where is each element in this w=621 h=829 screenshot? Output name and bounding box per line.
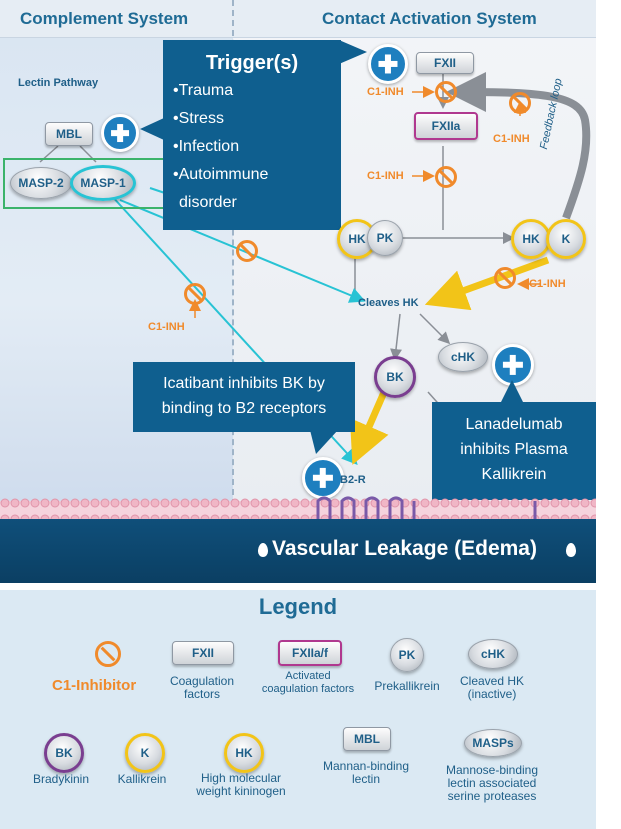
cleaves-to-chk-arrow <box>419 313 451 345</box>
fxii-node: FXII <box>416 52 474 74</box>
c1-inh-label: C1-INH <box>493 133 530 145</box>
c1-inhibitor-icon <box>184 283 206 305</box>
system-divider <box>232 0 234 505</box>
trigger-item: •Infection <box>173 138 240 155</box>
plus-icon <box>492 344 534 386</box>
legend-chk-node: cHK <box>468 639 518 669</box>
trigger-item: •Trauma <box>173 82 234 99</box>
lanadelumab-text: Kallikrein <box>481 466 547 483</box>
plus-icon <box>368 44 408 84</box>
cleaved-hk-label: Cleaved HK(inactive) <box>459 674 525 701</box>
trigger-item-tail: disorder <box>179 194 237 211</box>
icatibant-callout-pointer <box>310 430 338 454</box>
lectin-pathway-label: Lectin Pathway <box>18 77 99 89</box>
c1-inh-label: C1-INH <box>148 321 185 333</box>
bradykinin-node: BK <box>374 356 416 398</box>
c1-inh-label: C1-INH <box>529 278 566 290</box>
c1-inhibitor-icon <box>236 240 258 262</box>
legend-panel <box>0 590 596 829</box>
cleaves-to-bk-arrow <box>390 313 402 361</box>
lanadelumab-text: inhibits Plasma <box>460 441 568 458</box>
vascular-leakage-banner: Vascular Leakage (Edema) <box>0 519 596 583</box>
vascular-leakage-text: Vascular Leakage (Edema) <box>272 537 537 560</box>
pk-node: PK <box>367 220 403 256</box>
trigger-title: Trigger(s) <box>205 52 299 74</box>
legend-title: Legend <box>258 594 338 619</box>
c1-inhibitor-icon <box>435 81 457 103</box>
legend-fxiia-node: FXIIa/f <box>278 640 342 666</box>
b2-receptor-label: B2-R <box>340 474 366 486</box>
lanadelumab-callout: Lanadelumab inhibits Plasma Kallikrein <box>432 402 596 500</box>
header-bar <box>0 0 596 38</box>
c1-inhibitor-legend-label: C1-Inhibitor <box>52 677 137 694</box>
c1-inh-label: C1-INH <box>367 86 404 98</box>
contact-activation-title: Contact Activation System <box>322 9 537 28</box>
masp1-node: MASP-1 <box>70 165 136 201</box>
legend-mbl-node: MBL <box>343 727 391 751</box>
droplet-icon <box>566 543 576 557</box>
masp2-node: MASP-2 <box>10 167 72 199</box>
trigger-item: •Autoimmune <box>173 166 269 183</box>
legend-hk-node: HK <box>224 733 264 773</box>
trigger-callout: Trigger(s) •Trauma •Stress •Infection •A… <box>163 40 341 230</box>
legend-masps-node: MASPs <box>464 729 522 757</box>
bk-to-b2r-arrow <box>349 388 389 465</box>
c1-inhibitor-icon <box>435 166 457 188</box>
trigger-callout-pointer <box>140 118 164 140</box>
c1-inhibitor-icon <box>494 267 516 289</box>
bradykinin-label: Bradykinin <box>32 772 90 786</box>
droplet-icon <box>258 543 268 557</box>
c1-inh-label: C1-INH <box>367 170 404 182</box>
chk-node: cHK <box>438 342 488 372</box>
legend-k-node: K <box>125 733 165 773</box>
cleaves-hk-label: Cleaves HK <box>358 297 419 309</box>
icatibant-callout: Icatibant inhibits BK by binding to B2 r… <box>133 362 355 432</box>
c1-inhibitor-icon <box>95 641 121 667</box>
complement-system-title: Complement System <box>20 9 189 28</box>
kallikrein-label: Kallikrein <box>117 772 167 786</box>
legend-bk-node: BK <box>44 733 84 773</box>
c1-inhibitor-icon <box>509 92 531 114</box>
trigger-callout-pointer <box>339 40 367 64</box>
plus-icon <box>302 457 344 499</box>
legend-fxii-node: FXII <box>172 641 234 665</box>
icatibant-text: binding to B2 receptors <box>161 400 327 417</box>
kallikrein-cleaves-arrow <box>424 256 550 311</box>
prekallikrein-label: Prekallikrein <box>374 679 440 693</box>
hk-node: HK <box>511 219 551 259</box>
icatibant-text: Icatibant inhibits BK by <box>163 375 325 392</box>
plus-icon <box>101 114 139 152</box>
lanadelumab-text: Lanadelumab <box>465 416 563 433</box>
trigger-item: •Stress <box>173 110 224 127</box>
mbl-node: MBL <box>45 122 93 146</box>
lanadelumab-callout-pointer <box>500 380 524 404</box>
fxiia-node: FXIIa <box>414 112 478 140</box>
legend-pk-node: PK <box>390 638 424 672</box>
kallikrein-node: K <box>546 219 586 259</box>
